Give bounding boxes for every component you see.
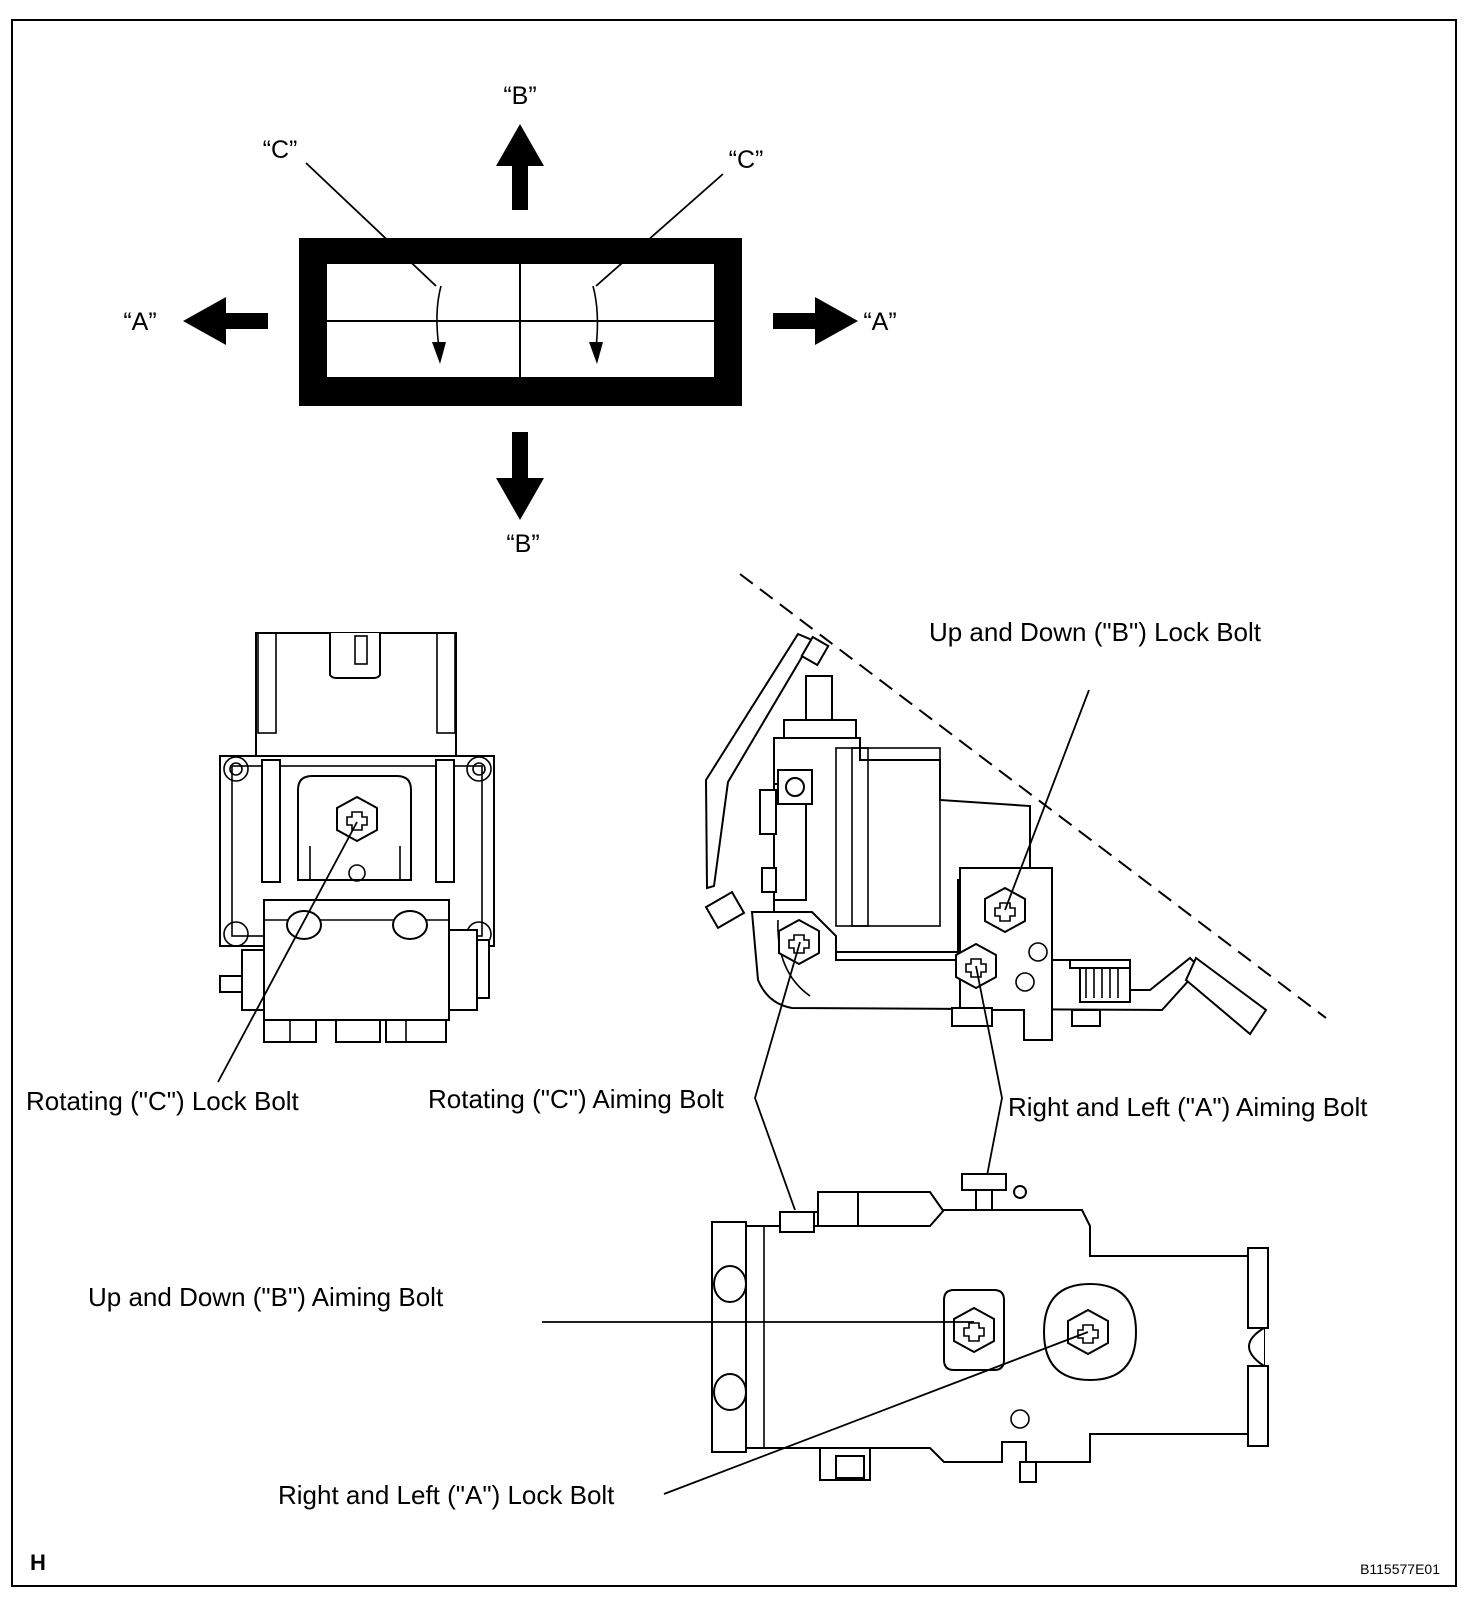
rotation-arrow-right-icon	[589, 285, 603, 364]
leader-right-left-aiming-bolt	[975, 965, 1003, 1187]
mounting-reference-dashed-line	[739, 573, 1327, 1019]
leader-rotating-lock-bolt	[217, 821, 358, 1083]
callout-up-down-aiming-bolt: Up and Down ("B") Aiming Bolt	[88, 1282, 444, 1312]
label-a-right: “A”	[863, 308, 896, 336]
arrow-right-icon	[773, 297, 858, 345]
corner-letter: H	[30, 1550, 46, 1575]
label-a-left: “A”	[123, 308, 156, 336]
callout-right-left-aiming-bolt: Right and Left ("A") Aiming Bolt	[1008, 1092, 1368, 1122]
rotating-aiming-bolt-icon	[778, 918, 820, 966]
callout-right-left-lock-bolt: Right and Left ("A") Lock Bolt	[278, 1480, 615, 1510]
arrow-up-icon	[496, 124, 544, 210]
aiming-unit-rear-view	[219, 632, 495, 1043]
callout-rotating-lock-bolt: Rotating ("C") Lock Bolt	[26, 1086, 300, 1116]
rotating-aiming-bolt-icon-bottom	[779, 1211, 815, 1233]
leader-rotating-aiming-bolt	[754, 941, 801, 1211]
right-left-aiming-bolt-icon-bottom	[961, 1173, 1007, 1191]
leader-up-down-lock-bolt	[1004, 689, 1090, 911]
label-b-bottom: “B”	[506, 530, 539, 558]
label-c-left: “C”	[263, 136, 298, 164]
rotating-lock-bolt-icon	[336, 795, 378, 843]
figure-frame	[11, 19, 1457, 1587]
rotation-arrow-left-icon	[432, 285, 446, 364]
arrow-down-icon	[496, 432, 544, 520]
arrow-left-icon	[183, 297, 268, 345]
label-c-right: “C”	[729, 146, 764, 174]
label-b-top: “B”	[503, 82, 536, 110]
up-down-aiming-bolt-icon	[953, 1306, 995, 1354]
aiming-screen	[299, 238, 742, 406]
callout-up-down-lock-bolt: Up and Down ("B") Lock Bolt	[929, 617, 1262, 647]
callout-rotating-aiming-bolt: Rotating ("C") Aiming Bolt	[428, 1084, 725, 1114]
figure-code: B115577E01	[1360, 1561, 1440, 1577]
leader-right-left-lock-bolt	[663, 1331, 1089, 1495]
